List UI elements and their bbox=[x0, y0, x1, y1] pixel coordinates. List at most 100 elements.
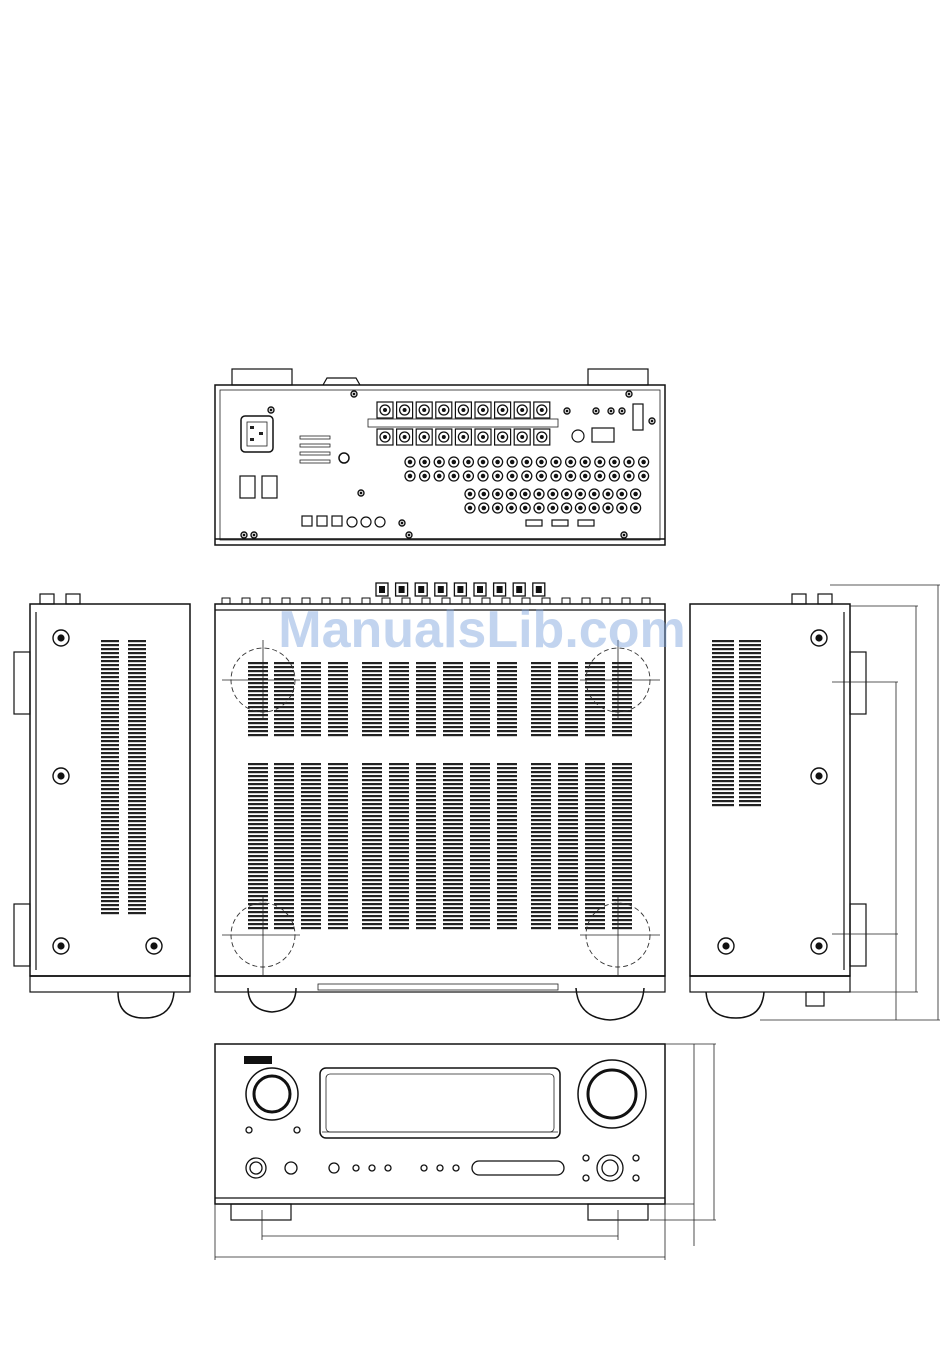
vent-slot-icon bbox=[531, 851, 551, 853]
vent-slot-icon bbox=[443, 843, 463, 845]
rca-jack-icon bbox=[422, 460, 427, 465]
vent-slot-icon bbox=[612, 811, 632, 813]
vent-slot-icon bbox=[301, 662, 321, 664]
vent-slot-icon bbox=[712, 780, 734, 782]
vent-slot-icon bbox=[274, 927, 294, 929]
vent-slot-icon bbox=[497, 819, 517, 821]
vent-slot-icon bbox=[712, 768, 734, 770]
vent-slot-icon bbox=[248, 803, 268, 805]
vent-slot-icon bbox=[416, 690, 436, 692]
speaker-terminal-icon bbox=[516, 586, 522, 593]
vent-slot-icon bbox=[362, 678, 382, 680]
vent-slot-icon bbox=[101, 800, 119, 802]
vent-slot-icon bbox=[362, 694, 382, 696]
vent-slot-icon bbox=[274, 771, 294, 773]
vent-slot-icon bbox=[274, 855, 294, 857]
vent-slot-icon bbox=[389, 875, 409, 877]
vent-slot-icon bbox=[531, 923, 551, 925]
vent-slot-icon bbox=[362, 730, 382, 732]
vent-slot-icon bbox=[497, 903, 517, 905]
vent-slot-icon bbox=[101, 652, 119, 654]
vent-slot-icon bbox=[389, 823, 409, 825]
vent-slot-icon bbox=[248, 726, 268, 728]
vent-slot-icon bbox=[416, 799, 436, 801]
vent-slot-icon bbox=[328, 851, 348, 853]
vent-slot-icon bbox=[712, 680, 734, 682]
vent-slot-icon bbox=[531, 694, 551, 696]
vent-slot-icon bbox=[612, 835, 632, 837]
vent-slot-icon bbox=[101, 688, 119, 690]
vent-slot-icon bbox=[301, 734, 321, 736]
vent-slot-icon bbox=[497, 783, 517, 785]
vent-slot-icon bbox=[301, 835, 321, 837]
vent-slot-icon bbox=[612, 734, 632, 736]
vent-slot-icon bbox=[612, 879, 632, 881]
vent-slot-icon bbox=[443, 690, 463, 692]
vent-slot-icon bbox=[739, 756, 761, 758]
vent-slot-icon bbox=[612, 847, 632, 849]
vent-slot-icon bbox=[389, 686, 409, 688]
vent-slot-icon bbox=[416, 851, 436, 853]
vent-slot-icon bbox=[128, 884, 146, 886]
vent-slot-icon bbox=[712, 748, 734, 750]
vent-slot-icon bbox=[248, 851, 268, 853]
vent-slot-icon bbox=[585, 674, 605, 676]
vent-slot-icon bbox=[612, 807, 632, 809]
vent-slot-icon bbox=[301, 807, 321, 809]
vent-slot-icon bbox=[128, 660, 146, 662]
vent-slot-icon bbox=[497, 855, 517, 857]
rca-jack-icon bbox=[442, 408, 446, 412]
vent-slot-icon bbox=[585, 670, 605, 672]
vent-slot-icon bbox=[585, 895, 605, 897]
vent-slot-icon bbox=[274, 823, 294, 825]
vent-slot-icon bbox=[362, 843, 382, 845]
vent-slot-icon bbox=[328, 670, 348, 672]
rca-jack-icon bbox=[408, 474, 413, 479]
vent-slot-icon bbox=[301, 795, 321, 797]
vent-slot-icon bbox=[497, 811, 517, 813]
vent-slot-icon bbox=[739, 780, 761, 782]
vent-slot-icon bbox=[416, 899, 436, 901]
vent-slot-icon bbox=[558, 799, 578, 801]
vent-slot-icon bbox=[274, 815, 294, 817]
vent-slot-icon bbox=[328, 702, 348, 704]
vent-slot-icon bbox=[712, 640, 761, 806]
vent-slot-icon bbox=[443, 791, 463, 793]
vent-slot-icon bbox=[558, 763, 578, 765]
vent-slot-icon bbox=[274, 670, 294, 672]
vent-slot-icon bbox=[497, 714, 517, 716]
vent-slot-icon bbox=[612, 827, 632, 829]
vent-slot-icon bbox=[101, 676, 119, 678]
vent-slot-icon bbox=[497, 718, 517, 720]
vent-slot-icon bbox=[416, 867, 436, 869]
vent-slot-icon bbox=[274, 730, 294, 732]
speaker-terminal-icon bbox=[322, 598, 330, 604]
rca-jack-icon bbox=[383, 435, 387, 439]
rca-jack-icon bbox=[510, 474, 515, 479]
vent-slot-icon bbox=[739, 648, 761, 650]
vent-slot-icon bbox=[389, 706, 409, 708]
vent-slot-icon bbox=[248, 775, 268, 777]
vent-slot-icon bbox=[101, 900, 119, 902]
vent-slot-icon bbox=[612, 891, 632, 893]
vent-slot-icon bbox=[712, 776, 734, 778]
vent-slot-icon bbox=[558, 895, 578, 897]
vent-slot-icon bbox=[612, 907, 632, 909]
vent-slot-icon bbox=[739, 728, 761, 730]
vent-slot-icon bbox=[128, 908, 146, 910]
vent-slot-icon bbox=[362, 863, 382, 865]
vent-slot-icon bbox=[470, 831, 490, 833]
vent-slot-icon bbox=[389, 895, 409, 897]
vent-slot-icon bbox=[274, 767, 294, 769]
vent-slot-icon bbox=[739, 784, 761, 786]
vent-slot-icon bbox=[389, 839, 409, 841]
vent-slot-icon bbox=[101, 656, 119, 658]
speaker-terminal-icon bbox=[242, 598, 250, 604]
vent-slot-icon bbox=[389, 718, 409, 720]
vent-slot-icon bbox=[328, 831, 348, 833]
vent-slot-icon bbox=[101, 684, 119, 686]
vent-slot-icon bbox=[328, 843, 348, 845]
vent-slot-icon bbox=[301, 843, 321, 845]
vent-slot-icon bbox=[301, 815, 321, 817]
vent-slot-icon bbox=[712, 672, 734, 674]
